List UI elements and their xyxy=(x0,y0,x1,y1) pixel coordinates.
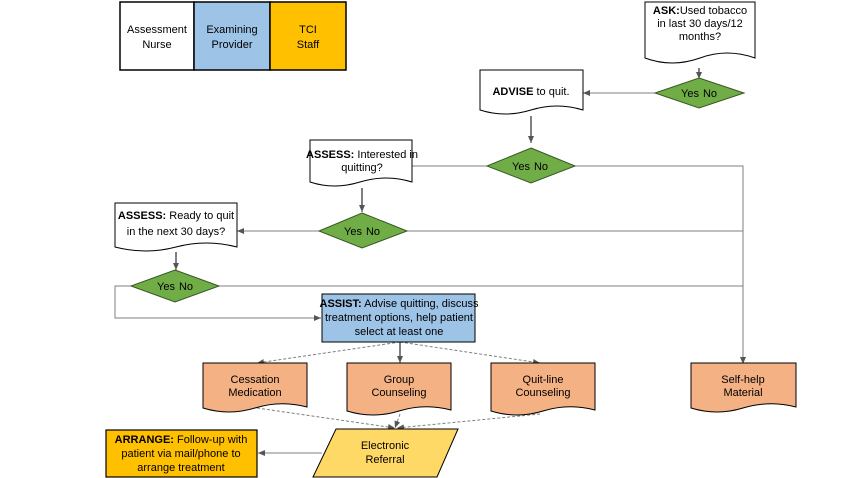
legend-provider-line1: Examining xyxy=(206,24,257,36)
arrange-node: ARRANGE: Follow-up with patient via mail… xyxy=(105,429,258,478)
quitline-shape xyxy=(490,362,596,416)
group-shape xyxy=(346,362,452,416)
ask-line1: ASK:Used tobacco xyxy=(653,5,747,17)
cessation-line1: Cessation xyxy=(231,374,280,386)
arrange-line2: patient via mail/phone to xyxy=(121,448,240,460)
quitline-line2: Counseling xyxy=(515,387,570,399)
assess2-shape xyxy=(114,202,238,252)
decision-1-no: No xyxy=(703,88,717,100)
advise-shape xyxy=(479,69,584,115)
edge-d2-no xyxy=(575,165,746,364)
assess2-line1: ASSESS: Ready to quit xyxy=(118,210,234,222)
referral-line1: Electronic xyxy=(361,440,410,452)
edges xyxy=(114,68,746,456)
arrange-line1: ARRANGE: Follow-up with xyxy=(115,434,248,446)
edge-quitline-to-referral xyxy=(396,413,541,431)
ask-line3: months? xyxy=(679,31,721,43)
advise-node: ADVISE to quit. xyxy=(479,69,584,115)
decision-4-no: No xyxy=(179,281,193,293)
referral-node: Electronic Referral xyxy=(312,428,459,478)
referral-shape xyxy=(312,428,459,478)
group-line1: Group xyxy=(384,374,415,386)
decision-2-shape xyxy=(485,147,577,184)
decision-1: Yes No xyxy=(653,77,746,109)
legend: Assessment Nurse Examining Provider TCI … xyxy=(119,1,347,71)
quitline-node: Quit-line Counseling xyxy=(490,362,596,416)
assist-line3: select at least one xyxy=(355,326,444,338)
assist-shape xyxy=(321,293,476,343)
legend-tci-line1: TCI xyxy=(299,24,317,36)
assess2-line2: in the next 30 days? xyxy=(127,226,225,238)
ask-node: ASK:Used tobacco in last 30 days/12 mont… xyxy=(644,1,756,64)
legend-provider-box xyxy=(193,1,271,71)
assist-node: ASSIST: Advise quitting, discuss treatme… xyxy=(320,293,479,343)
legend-nurse-line1: Assessment xyxy=(127,24,187,36)
ask-line2: in last 30 days/12 xyxy=(657,18,743,30)
group-node: Group Counseling xyxy=(346,362,452,416)
decision-4-yes: Yes xyxy=(157,281,175,293)
decision-3-yes: Yes xyxy=(344,226,362,238)
decision-4-shape xyxy=(129,269,221,303)
cessation-shape xyxy=(202,362,308,413)
cessation-line2: Medication xyxy=(228,387,281,399)
assist-line1: ASSIST: Advise quitting, discuss xyxy=(320,298,479,310)
decision-1-shape xyxy=(653,77,746,109)
assist-line2: treatment options, help patient xyxy=(325,312,473,324)
assess1-line1: ASSESS: Interested in xyxy=(306,149,418,161)
arrange-line3: arrange treatment xyxy=(137,462,224,474)
assess1-line2: quitting? xyxy=(341,162,383,174)
decision-1-yes: Yes xyxy=(681,88,699,100)
arrange-shape xyxy=(105,429,258,478)
legend-nurse-line2: Nurse xyxy=(142,39,171,51)
group-line2: Counseling xyxy=(371,387,426,399)
legend-tci-box xyxy=(269,1,347,71)
decision-2-yes: Yes xyxy=(512,161,530,173)
legend-nurse-box xyxy=(119,1,195,71)
decision-3-shape xyxy=(317,212,409,249)
legend-tci-line2: Staff xyxy=(297,39,320,51)
edge-d4-to-assist xyxy=(114,285,321,321)
assess1-shape xyxy=(309,139,413,187)
decision-3-no: No xyxy=(366,226,380,238)
cessation-node: Cessation Medication xyxy=(202,362,308,413)
legend-provider-line2: Provider xyxy=(212,39,253,51)
selfhelp-shape xyxy=(690,362,797,413)
selfhelp-node: Self-help Material xyxy=(690,362,797,413)
ask-shape xyxy=(644,1,756,64)
edge-cessation-to-referral xyxy=(256,407,396,430)
decision-3: Yes No xyxy=(317,212,409,249)
quitline-line1: Quit-line xyxy=(523,374,564,386)
edge-assist-to-cessation xyxy=(256,341,401,365)
decision-2: Yes No xyxy=(485,147,577,184)
referral-line2: Referral xyxy=(365,454,404,466)
decision-4: Yes No xyxy=(129,269,221,303)
assess2-node: ASSESS: Ready to quit in the next 30 day… xyxy=(114,202,238,252)
selfhelp-line1: Self-help xyxy=(721,374,764,386)
assess1-node: ASSESS: Interested in quitting? xyxy=(306,139,418,187)
selfhelp-line2: Material xyxy=(723,387,762,399)
edge-assist-to-quitline xyxy=(399,341,541,365)
advise-text: ADVISE to quit. xyxy=(492,86,569,98)
edge-group-to-referral xyxy=(394,413,401,429)
decision-2-no: No xyxy=(534,161,548,173)
